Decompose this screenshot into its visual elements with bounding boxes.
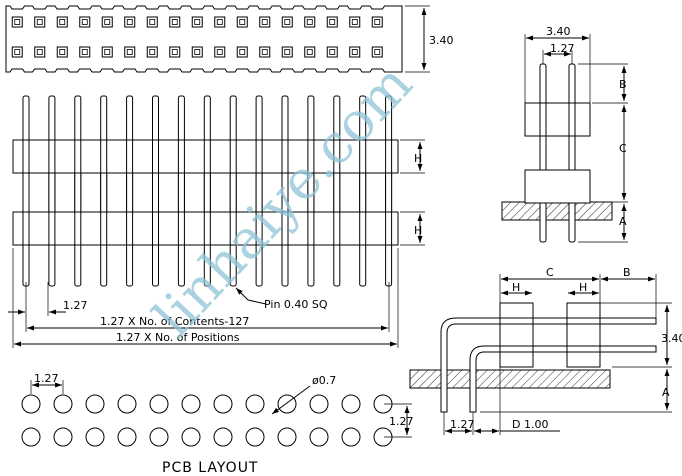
- contents-formula-label: 1.27 X No. of Contents-127: [100, 315, 249, 328]
- ra-a-label: A: [662, 386, 670, 399]
- pcb-hole-label: ø0.7: [312, 374, 336, 387]
- front-view: H H 1.27 Pin 0.40 SQ 1.27 X No. of Conte…: [8, 95, 425, 348]
- top-pad: [169, 46, 181, 58]
- pcb-hole: [245, 394, 265, 414]
- top-pad: [326, 46, 338, 58]
- ra-pitch-label: 1.27: [450, 418, 475, 431]
- positions-formula-label: 1.27 X No. of Positions: [116, 331, 240, 344]
- top-pad: [124, 46, 136, 58]
- side-a-label: A: [619, 215, 627, 228]
- pcb-hole: [149, 427, 169, 447]
- pcb-hole: [213, 394, 233, 414]
- top-pad: [236, 16, 248, 28]
- pcb-hole: [181, 427, 201, 447]
- pcb-hole: [53, 394, 73, 414]
- ra-h-right-label: H: [579, 281, 587, 294]
- top-pad: [56, 46, 68, 58]
- top-pad: [281, 16, 293, 28]
- top-pad: [349, 46, 361, 58]
- top-pad: [191, 46, 203, 58]
- top-pad: [326, 16, 338, 28]
- side-c-label: C: [619, 142, 627, 155]
- pcb-hole: [85, 427, 105, 447]
- top-pad: [169, 16, 181, 28]
- top-pad: [214, 16, 226, 28]
- ra-h-left-label: H: [512, 281, 520, 294]
- top-pad: [281, 46, 293, 58]
- top-pad: [11, 16, 23, 28]
- front-pitch-label: 1.27: [63, 299, 88, 312]
- side-pitch-label: 1.27: [550, 42, 575, 55]
- front-h-upper-label: H: [414, 152, 422, 165]
- pcb-hole: [117, 394, 137, 414]
- pin-size-label: Pin 0.40 SQ: [264, 298, 328, 311]
- top-pad: [79, 16, 91, 28]
- top-pad: [101, 46, 113, 58]
- right-angle-view: C B H H 3.40 A 1.27 D 1.00: [409, 266, 682, 435]
- top-pad: [259, 46, 271, 58]
- top-pad: [214, 46, 226, 58]
- pcb-title: PCB LAYOUT: [162, 460, 259, 476]
- pcb-hole: [53, 427, 73, 447]
- pcb-hole: [309, 394, 329, 414]
- top-pad: [304, 16, 316, 28]
- pcb-hole: [181, 394, 201, 414]
- top-view: 3.40: [5, 5, 454, 73]
- top-pad: [259, 16, 271, 28]
- top-pad: [56, 16, 68, 28]
- pcb-hole: [149, 394, 169, 414]
- pcb-hole: [341, 394, 361, 414]
- top-pad: [79, 46, 91, 58]
- side-b-label: B: [619, 78, 627, 91]
- ra-height-label: 3.40: [661, 332, 682, 345]
- ra-d-label: D 1.00: [512, 418, 548, 431]
- top-pad: [146, 46, 158, 58]
- pcb-hole: [21, 394, 41, 414]
- top-pad: [101, 16, 113, 28]
- top-pad: [34, 46, 46, 58]
- side-view: 3.40 1.27 B C A: [501, 25, 628, 243]
- ra-c-label: C: [546, 266, 554, 279]
- pcb-pitch-h-label: 1.27: [34, 372, 59, 385]
- pcb-pitch-v-label: 1.27: [389, 415, 414, 428]
- top-pad: [11, 46, 23, 58]
- top-pad: [371, 46, 383, 58]
- side-width-label: 3.40: [546, 25, 571, 38]
- front-h-lower-label: H: [414, 224, 422, 237]
- top-pad: [304, 46, 316, 58]
- top-height-label: 3.40: [429, 34, 454, 47]
- top-pad: [349, 16, 361, 28]
- top-pad: [191, 16, 203, 28]
- pcb-layout: 1.27 ø0.7 1.27 PCB LAYOUT: [21, 372, 414, 476]
- pcb-hole: [277, 427, 297, 447]
- pcb-hole: [341, 427, 361, 447]
- pcb-hole: [21, 427, 41, 447]
- pcb-hole: [213, 427, 233, 447]
- ra-b-label: B: [623, 266, 631, 279]
- top-pad: [34, 16, 46, 28]
- pcb-hole: [309, 427, 329, 447]
- top-pad: [146, 16, 158, 28]
- top-pad: [236, 46, 248, 58]
- top-pad: [124, 16, 136, 28]
- top-pad: [371, 16, 383, 28]
- pcb-hole: [117, 427, 137, 447]
- pcb-hole: [245, 427, 265, 447]
- pcb-hole: [85, 394, 105, 414]
